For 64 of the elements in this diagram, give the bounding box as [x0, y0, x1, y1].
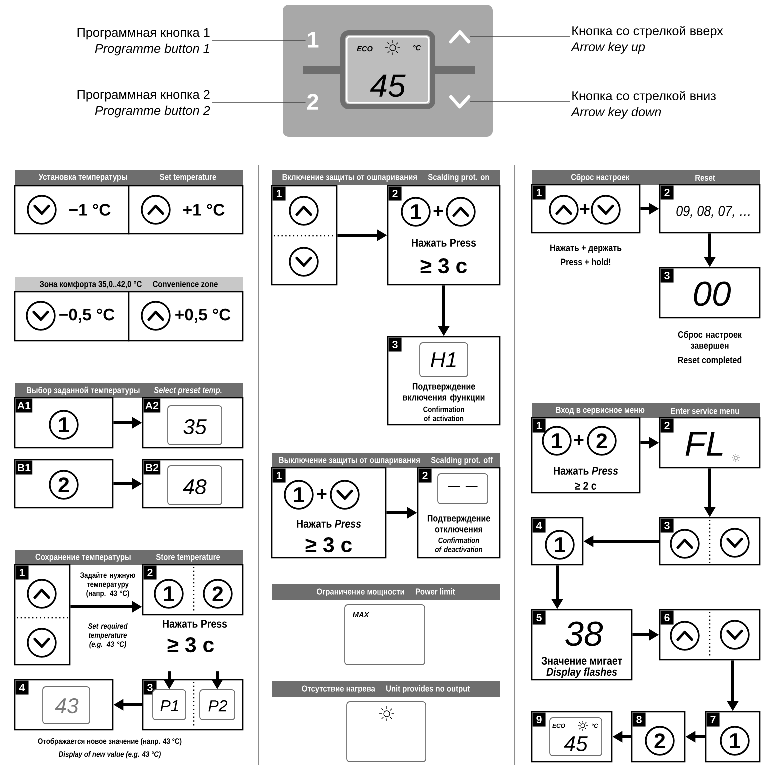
arrow-key-circle — [141, 301, 171, 331]
callout-label: Кнопка со стрелкой вниз Arrow key down — [570, 90, 716, 120]
arrow-key-circle — [289, 196, 319, 226]
step-box: +1 °C — [128, 185, 244, 235]
arrow-key-circle — [446, 197, 476, 227]
display-screen: 48 — [168, 466, 222, 506]
display-screen — [346, 702, 426, 762]
arrow-key-circle — [591, 195, 621, 225]
step-box: 2 FL — [659, 417, 761, 469]
section-header: Включение защиты от ошпаривания Scalding prot. on — [272, 170, 500, 185]
arrow-key — [449, 30, 471, 44]
button-number: 1 — [308, 32, 319, 48]
step-box: 1 — [14, 564, 71, 666]
section-header: Отсутствие нагрева Unit provides no output — [272, 681, 500, 697]
node-label: Reset completed — [678, 356, 742, 366]
arrow-key-circle — [27, 579, 57, 609]
node-label: Press + hold! — [561, 258, 611, 266]
arrow-key-circle — [27, 195, 57, 225]
section-header: Зона комфорта 35,0..42,0 °C Convenience zone — [15, 277, 243, 292]
leader-line — [212, 40, 306, 41]
section-header: Сброс настроек Reset — [532, 170, 760, 185]
step-box: −1 °C — [14, 185, 130, 235]
arrow-key-circle — [26, 301, 56, 331]
callout-label: Программная кнопка 1 Programme button 1 — [78, 28, 210, 56]
step-box: 5 38 Значение мигает Display flashes — [531, 609, 633, 681]
step-box: 6 — [659, 609, 761, 661]
section-header: Выключение защиты от ошпаривания Scalding prot. off — [272, 453, 500, 468]
arrow-key-circle — [549, 195, 579, 225]
button-number: 2 — [308, 94, 318, 110]
leader-line — [470, 36, 570, 38]
note-text: ≥ 3 с — [168, 637, 214, 653]
section-header: Ограничение мощности Power limit — [272, 584, 500, 600]
arrow-key — [449, 95, 471, 109]
arrow-key-circle — [720, 528, 750, 558]
arrow-key-circle — [670, 621, 700, 651]
step-box: 1 — [271, 185, 338, 286]
display-screen: P1 — [152, 690, 186, 720]
step-box: +0,5 °C — [128, 291, 244, 342]
display-screen: 43 — [42, 686, 90, 724]
node-label: Нажать + держать — [550, 244, 622, 254]
node-label: Сброс настроек завершен — [678, 331, 742, 351]
step-box: −0,5 °C — [14, 291, 130, 342]
display-screen: 35 — [168, 406, 222, 446]
step-box: 2 09, 08, 07, … — [659, 184, 761, 234]
note-text: Нажать Press — [163, 620, 228, 628]
section-header: Выбор заданной температуры Select preset temp. — [15, 383, 243, 398]
arrow-key-circle — [670, 529, 700, 559]
display-screen: H1 — [420, 342, 468, 378]
arrow-key-circle — [720, 620, 750, 650]
leader-line — [212, 102, 306, 103]
callout-label: Программная кнопка 2 Programme button 2 — [78, 90, 210, 118]
arrow-key-circle — [27, 628, 57, 658]
step-box: 3 — [659, 517, 761, 566]
section-header: Вход в сервисное меню Enter service menu — [532, 403, 760, 418]
step-box: 3 00 — [659, 267, 761, 319]
arrow-key-circle — [289, 247, 319, 277]
display-screen: – – — [438, 474, 488, 504]
section-header: Установка температуры Set temperature — [15, 170, 243, 185]
step-box: 1 + — [531, 184, 641, 234]
arrow-key-circle — [330, 480, 360, 510]
arrow-key-circle — [141, 195, 171, 225]
callout-label: Кнопка со стрелкой вверх Arrow key up — [570, 26, 724, 54]
section-header: Сохранение температуры Store temperature — [15, 550, 243, 565]
display-screen: P2 — [200, 690, 236, 720]
